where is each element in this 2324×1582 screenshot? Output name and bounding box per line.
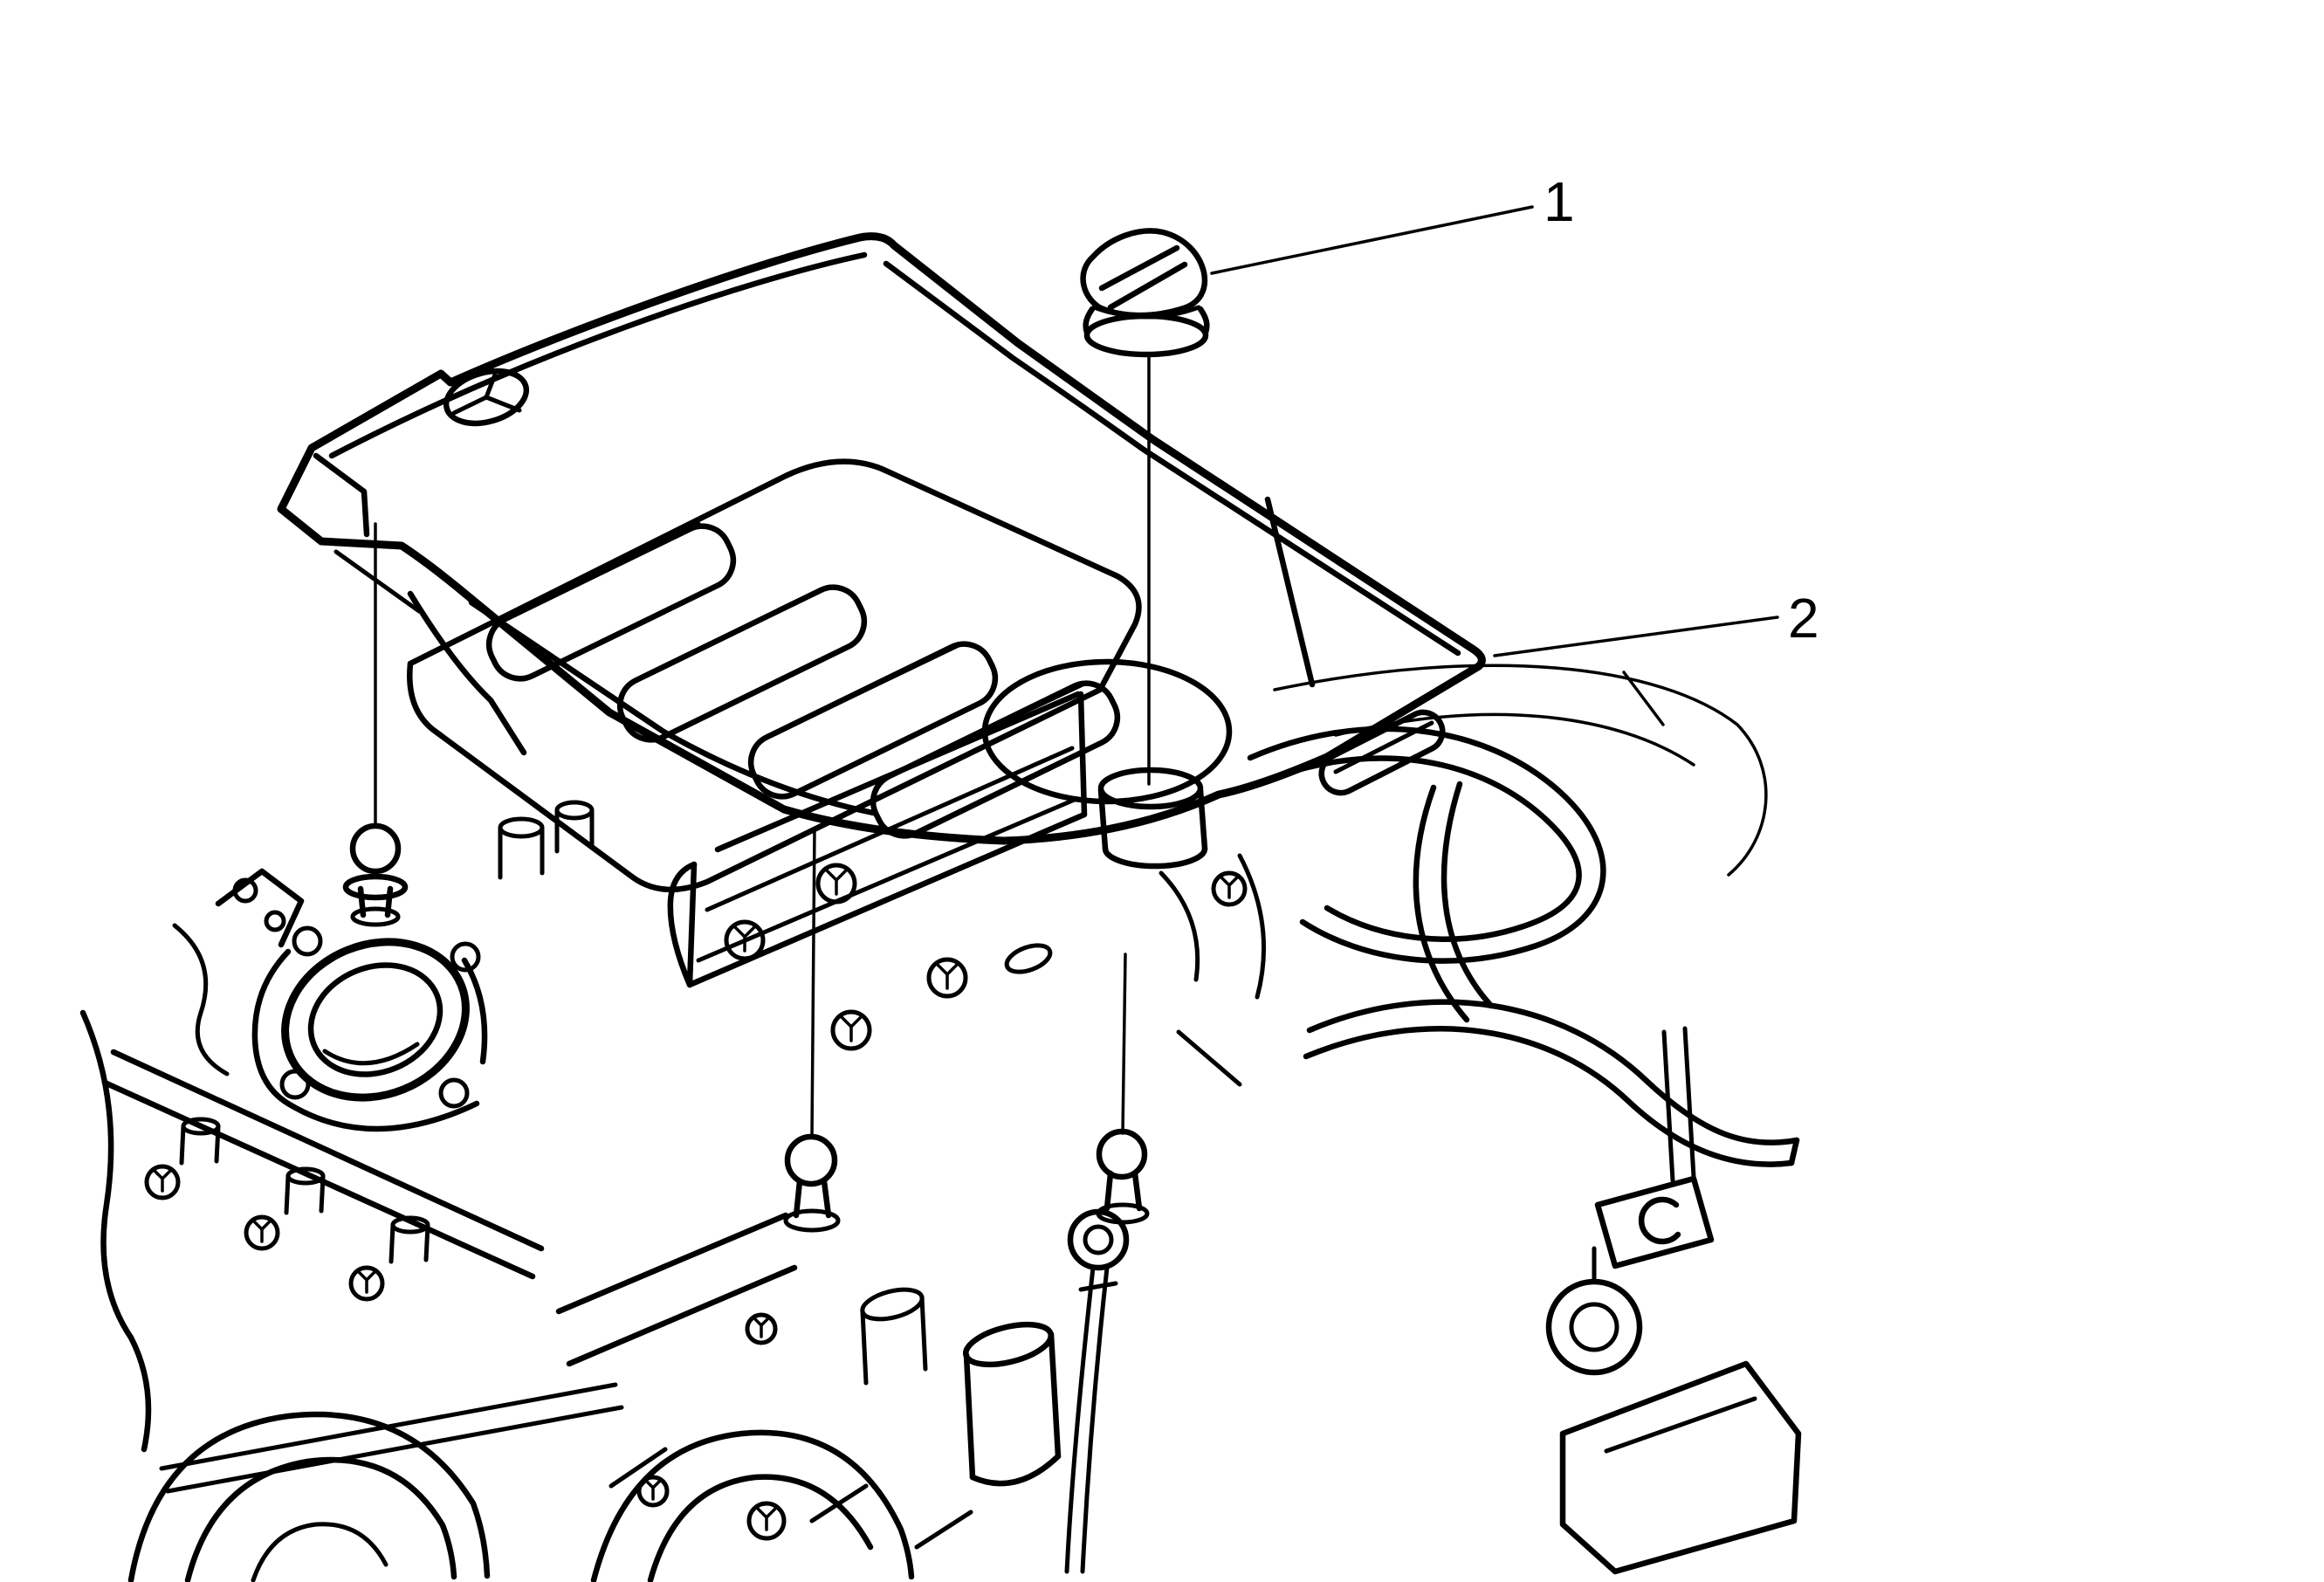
engine-cover [277,232,1486,893]
throttle-body [251,925,488,1132]
oil-filler-neck [981,658,1233,870]
engine-assembly [79,496,1802,1582]
callouts: 1 2 [1210,170,1819,657]
heater-hoses [1247,726,1800,1167]
cover-mounting-studs [342,522,1150,1233]
oil-filler-cap [1080,228,1210,786]
ignition-coil [860,1287,1062,1487]
pulley-and-belt [127,1382,915,1582]
callout-1: 1 [1210,170,1575,275]
callout-1-leader-line [1210,205,1534,275]
ball-stud [1096,953,1150,1225]
callout-2: 2 [1493,587,1819,657]
ball-stud [783,828,841,1233]
bolt-head [724,863,968,1051]
ball-stud [342,522,409,927]
callout-2-label: 2 [1788,587,1819,650]
hose-clamp [1594,1175,1715,1269]
fuel-rail [101,1049,545,1302]
brand-star-emblem [443,368,530,427]
corner-vent-slot [1318,709,1446,796]
callout-1-label: 1 [1544,170,1575,233]
cover-rib-plateau [407,458,1142,893]
callout-2-leader-line [1493,616,1779,657]
